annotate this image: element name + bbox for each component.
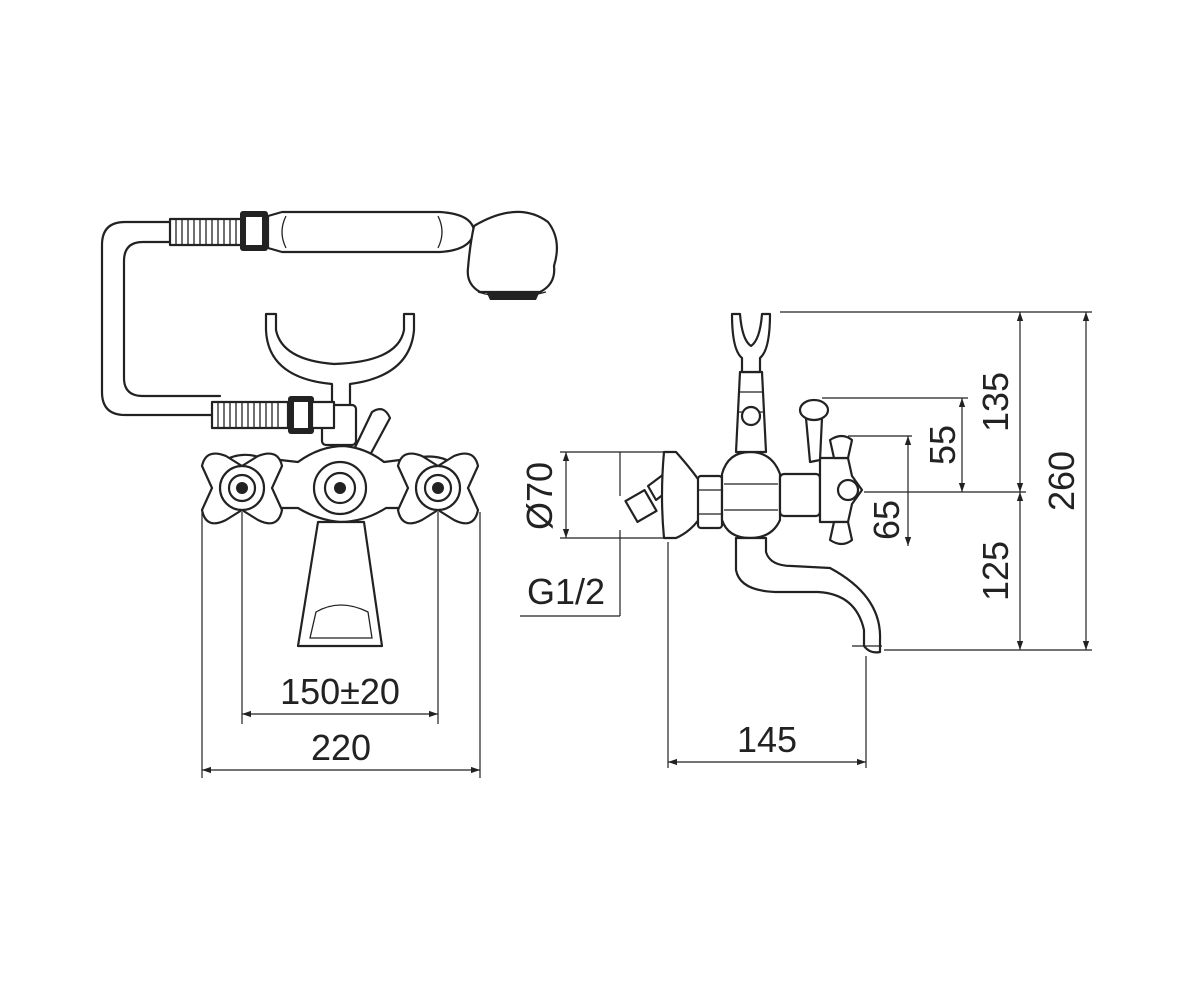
dimension-125: 125 (975, 492, 1024, 650)
front-spout (296, 520, 384, 648)
dim-label-55: 55 (922, 425, 963, 465)
shower-hose (100, 217, 290, 430)
dimension-overall-width: 220 (201, 512, 481, 778)
union-nut (696, 474, 724, 530)
dimension-spout-projection: 145 (667, 542, 867, 768)
dim-label-connection-thread: G1/2 (527, 571, 605, 612)
dim-label-135: 135 (975, 372, 1016, 432)
shower-cradle (264, 312, 416, 447)
dim-label-inlet-spacing: 150±20 (280, 671, 400, 712)
side-riser (730, 312, 772, 454)
dim-label-flange-diameter: Ø70 (519, 462, 560, 530)
left-cross-handle (200, 452, 284, 525)
dimension-135: 135 (975, 312, 1024, 492)
side-spout (734, 536, 882, 654)
dim-label-125: 125 (975, 541, 1016, 601)
dim-label-overall-width: 220 (311, 727, 371, 768)
right-cross-handle (396, 452, 480, 525)
hand-shower (240, 210, 559, 300)
dimension-connection-thread: G1/2 (520, 452, 621, 617)
wall-flange (660, 450, 702, 540)
dimension-inlet-spacing: 150±20 (241, 512, 439, 724)
center-cap (312, 460, 368, 516)
hose-connector (288, 396, 336, 434)
front-view: 150±20 220 (100, 210, 559, 778)
side-lever (798, 398, 830, 464)
dim-label-overall-height: 260 (1041, 451, 1082, 511)
dim-label-spout-projection: 145 (737, 719, 797, 760)
side-cross-handle (778, 434, 864, 546)
side-view: Ø70 G1/2 145 55 65 (519, 311, 1092, 768)
dimension-flange-diameter: Ø70 (519, 451, 664, 539)
dimension-overall-height: 260 (1041, 312, 1090, 650)
dimension-55: 55 (922, 398, 966, 492)
dim-label-65: 65 (866, 500, 907, 540)
valve-body (720, 450, 782, 540)
dimension-65: 65 (866, 436, 912, 546)
